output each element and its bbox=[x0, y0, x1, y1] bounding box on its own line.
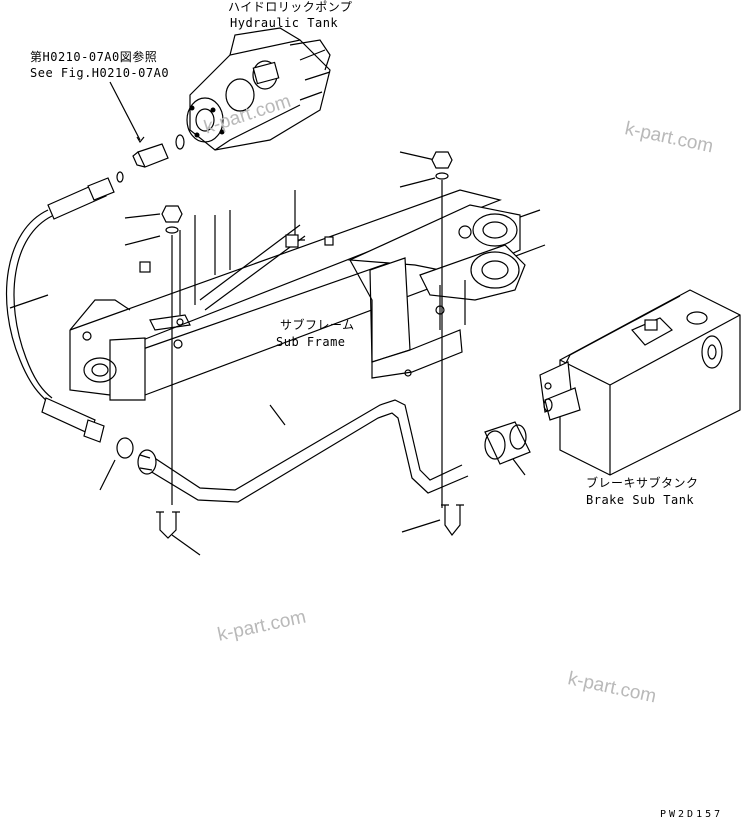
frame-bracket bbox=[347, 204, 526, 379]
hydraulic-tank-label-en: Hydraulic Tank bbox=[230, 16, 339, 30]
brake-sub-tank-label-jp: ブレーキサブタンク bbox=[586, 476, 699, 490]
drawing-code: PW2D157 bbox=[660, 809, 724, 820]
pump-fitting bbox=[116, 134, 185, 183]
left-hose bbox=[5, 177, 134, 459]
sub-frame-label-en: Sub Frame bbox=[276, 335, 346, 349]
fasteners bbox=[161, 151, 453, 508]
see-fig-label-en: See Fig.H0210-07A0 bbox=[30, 66, 170, 80]
hydraulic-pump bbox=[186, 27, 331, 151]
center-pipe bbox=[137, 399, 469, 503]
brake-sub-tank bbox=[539, 289, 741, 476]
sub-frame bbox=[69, 189, 546, 401]
u-bolts bbox=[156, 504, 464, 539]
see-fig-label-jp: 第H0210-07A0図参照 bbox=[30, 50, 158, 64]
sub-frame-label-jp: サブフレーム bbox=[280, 318, 355, 332]
leader-lines bbox=[9, 81, 526, 556]
hose-clamp bbox=[484, 421, 531, 465]
brake-sub-tank-label-en: Brake Sub Tank bbox=[586, 493, 695, 507]
hydraulic-tank-label-jp: ハイドロリックポンプ bbox=[228, 0, 353, 14]
